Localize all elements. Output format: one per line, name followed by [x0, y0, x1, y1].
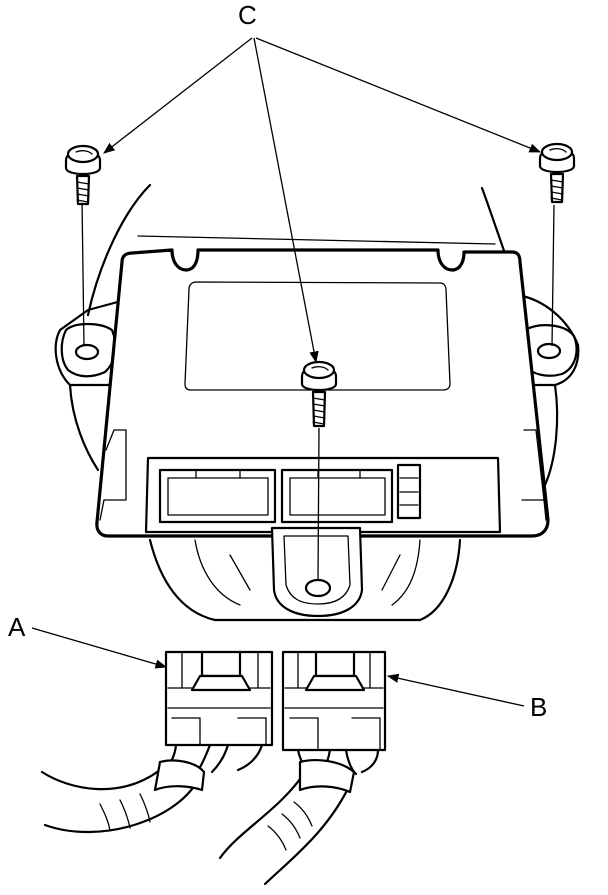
lower-mounting-tab [270, 526, 364, 618]
callout-leaders [31, 37, 542, 707]
left-bolt-hole [74, 343, 100, 361]
callout-label-b: B [530, 692, 548, 722]
callout-label-c: C [238, 0, 257, 30]
wiring-harness [40, 743, 380, 886]
harness-connector-b [281, 650, 387, 752]
mounting-bracket [54, 183, 580, 622]
right-bolt-hole [536, 342, 562, 360]
unit-connector-sockets [144, 456, 502, 534]
callout-label-a: A [8, 612, 26, 642]
bolt-center [300, 360, 338, 581]
label-recess [184, 281, 451, 391]
left-mounting-ear [60, 322, 117, 378]
bolt-left [64, 144, 102, 347]
harness-connector-a [164, 650, 274, 747]
bolt-right [538, 142, 576, 347]
